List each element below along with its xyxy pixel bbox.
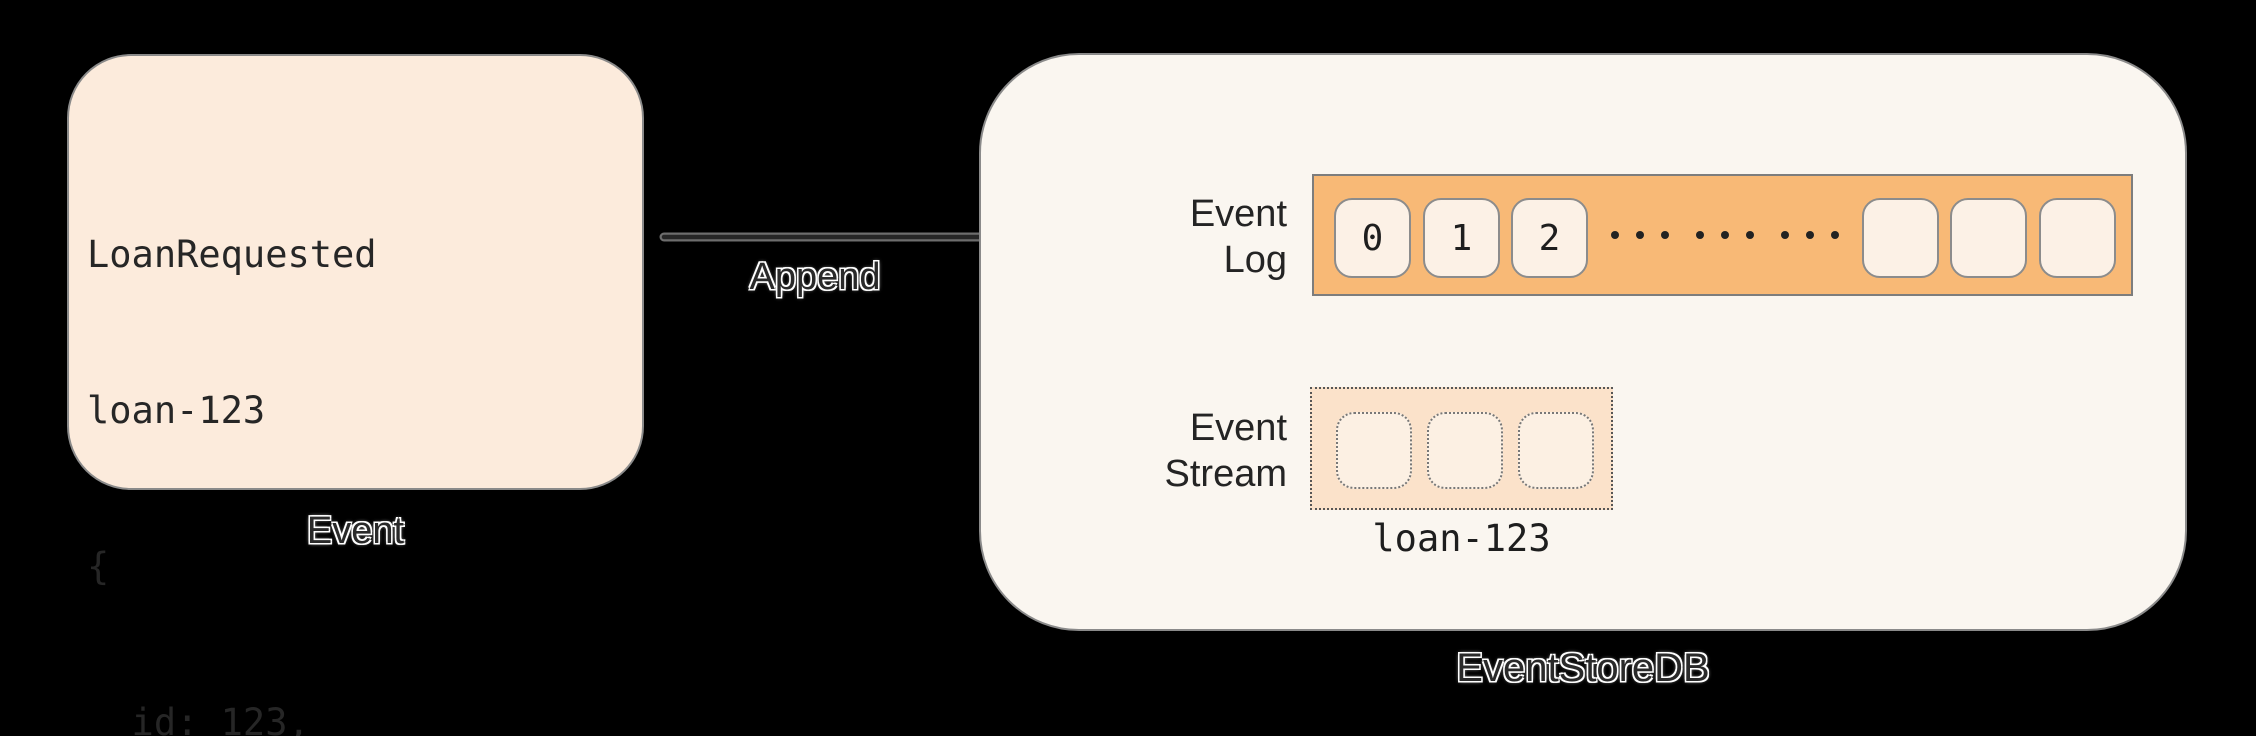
log-cell-1: 1: [1423, 198, 1500, 278]
code-line: id: 123,: [87, 701, 310, 736]
eventstoredb-caption: EventStoreDB: [1456, 646, 1710, 690]
log-cell-empty: [2039, 198, 2116, 278]
stream-cell-empty: [1336, 412, 1412, 489]
ellipsis-dot-group: [1611, 231, 1669, 239]
event-log-label-line1: Event: [1189, 193, 1287, 235]
event-log-bar: 0 1 2: [1312, 174, 2133, 296]
append-arrow-label: Append: [749, 256, 881, 298]
event-stream-label-line1: Event: [1189, 407, 1287, 449]
ellipsis-dot-group: [1696, 231, 1754, 239]
event-code-block: LoanRequested loan-123 { id: 123, amount…: [87, 125, 599, 736]
log-cell-0: 0: [1334, 198, 1411, 278]
stream-cell-empty: [1427, 412, 1503, 489]
dot-icon: [1831, 231, 1839, 239]
dot-icon: [1746, 231, 1754, 239]
stream-cell-empty: [1518, 412, 1594, 489]
event-stream-box: [1310, 387, 1613, 510]
event-log-label: Event Log: [1190, 191, 1287, 283]
dot-icon: [1806, 231, 1814, 239]
dot-icon: [1636, 231, 1644, 239]
stream-name-label: loan-123: [1372, 517, 1551, 560]
event-stream-label: Event Stream: [1165, 405, 1287, 497]
log-cell-2: 2: [1511, 198, 1588, 278]
code-line: loan-123: [87, 389, 266, 432]
dot-icon: [1781, 231, 1789, 239]
event-log-label-line2: Log: [1223, 239, 1287, 281]
ellipsis-dot-group: [1781, 231, 1839, 239]
event-stream-label-line2: Stream: [1164, 453, 1287, 495]
log-cell-empty: [1862, 198, 1939, 278]
dot-icon: [1611, 231, 1619, 239]
code-line: {: [87, 545, 110, 588]
dot-icon: [1661, 231, 1669, 239]
ellipsis-dots: [1611, 176, 1839, 294]
dot-icon: [1721, 231, 1729, 239]
dot-icon: [1696, 231, 1704, 239]
code-line: LoanRequested: [87, 233, 377, 276]
event-card: LoanRequested loan-123 { id: 123, amount…: [67, 54, 644, 736]
eventstoredb-container: [979, 53, 2187, 631]
log-cell-empty: [1950, 198, 2027, 278]
event-card-caption: Event: [306, 510, 405, 552]
